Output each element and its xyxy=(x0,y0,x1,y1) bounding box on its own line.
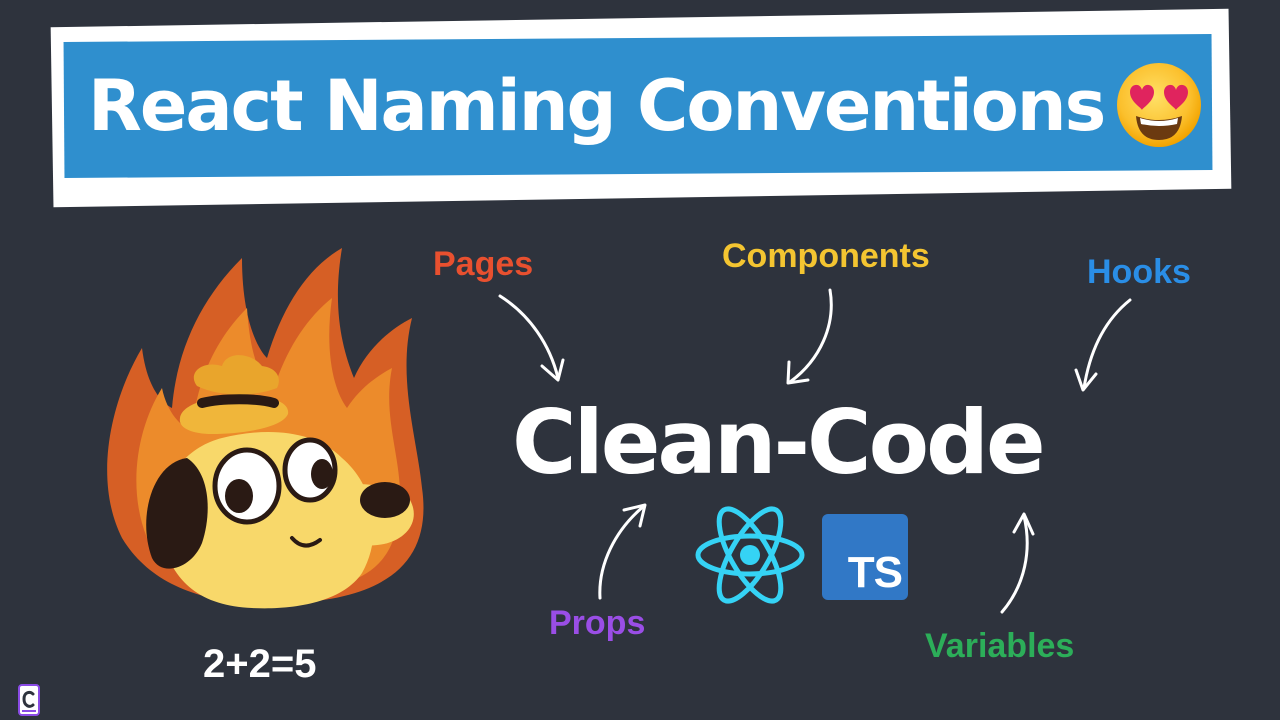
arrow-props xyxy=(598,503,647,600)
channel-logo-icon xyxy=(18,684,40,716)
arrow-components xyxy=(786,288,833,385)
label-props: Props xyxy=(549,604,646,642)
label-pages: Pages xyxy=(433,245,534,283)
label-hooks: Hooks xyxy=(1087,253,1191,291)
page-title: React Naming Conventions xyxy=(88,65,1106,147)
fire-dog-illustration xyxy=(107,248,424,609)
react-atom-logo-icon xyxy=(695,506,805,604)
headline-clean-code: Clean-Code xyxy=(512,391,1046,494)
arrow-variables xyxy=(1000,512,1035,614)
heart-eyes-emoji-icon xyxy=(1117,63,1201,147)
label-components: Components xyxy=(722,237,930,275)
typescript-badge-icon: TS xyxy=(822,514,908,600)
arrow-pages xyxy=(498,294,565,382)
arrow-hooks xyxy=(1074,298,1132,392)
equation-caption: 2+2=5 xyxy=(203,642,317,686)
label-variables: Variables xyxy=(925,627,1075,665)
typescript-badge-label: TS xyxy=(847,548,903,597)
